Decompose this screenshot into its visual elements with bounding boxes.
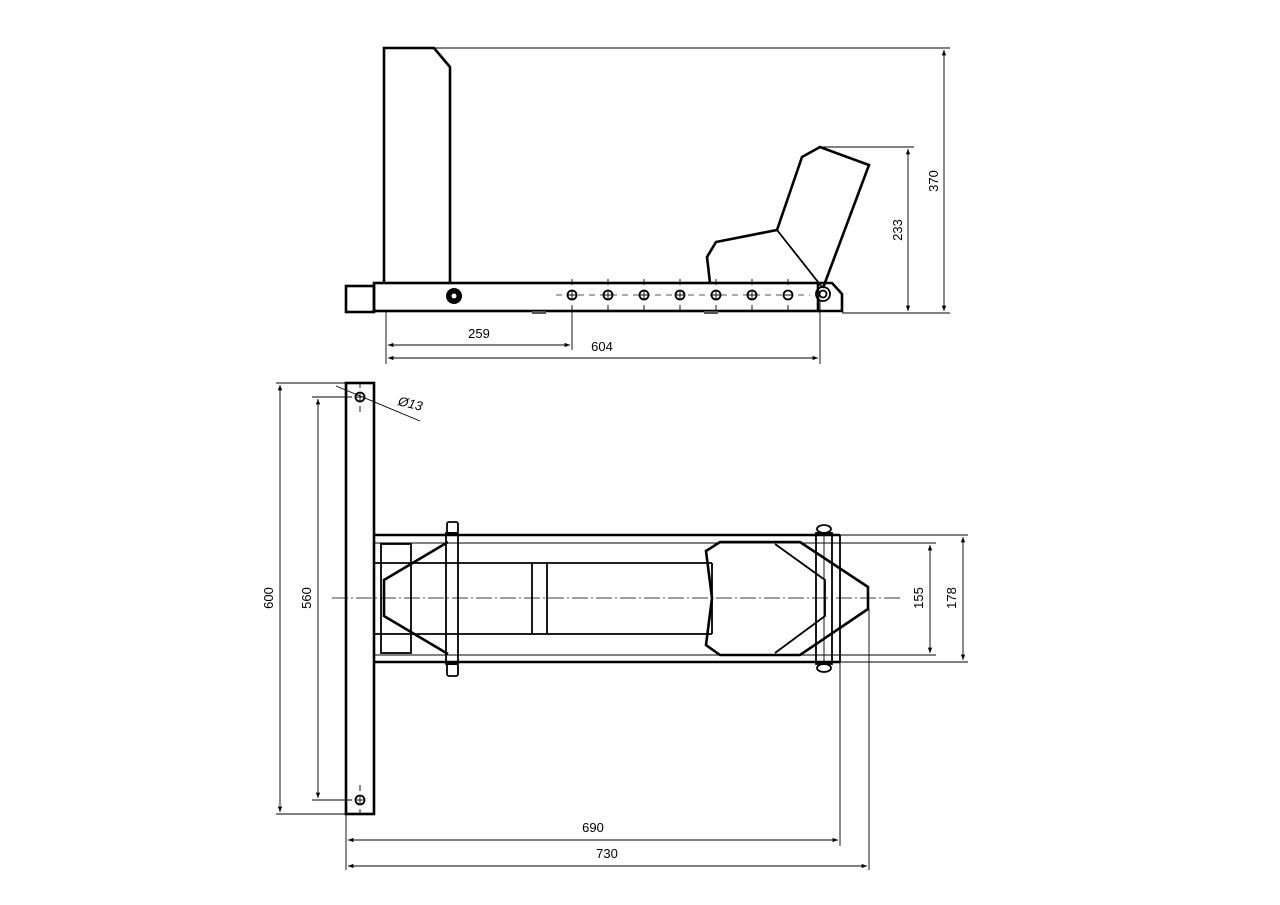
- dim-370: 370: [926, 170, 941, 192]
- adjustment-holes: [566, 279, 794, 311]
- bolt-bar-left: [445, 532, 459, 665]
- dim-178: 178: [944, 587, 959, 609]
- mounting-hole-bottom: [354, 785, 366, 814]
- dim-604: 604: [591, 339, 613, 354]
- dim-233: 233: [890, 219, 905, 241]
- dim-hole-diameter: Ø13: [396, 393, 425, 414]
- dim-259: 259: [468, 326, 490, 341]
- cradle: [705, 145, 871, 289]
- mounting-plate: [344, 381, 376, 816]
- dim-730: 730: [596, 846, 618, 861]
- top-view: Ø13 600: [261, 381, 968, 870]
- dim-600: 600: [261, 587, 276, 609]
- bow-cradle: [704, 540, 870, 657]
- dim-690: 690: [582, 820, 604, 835]
- side-view: 370 233 259 604: [344, 46, 950, 364]
- main-rail: [372, 281, 820, 313]
- dim-155: 155: [911, 587, 926, 609]
- end-cap: [344, 284, 376, 314]
- dim-560: 560: [299, 587, 314, 609]
- upright-plate: [382, 46, 452, 283]
